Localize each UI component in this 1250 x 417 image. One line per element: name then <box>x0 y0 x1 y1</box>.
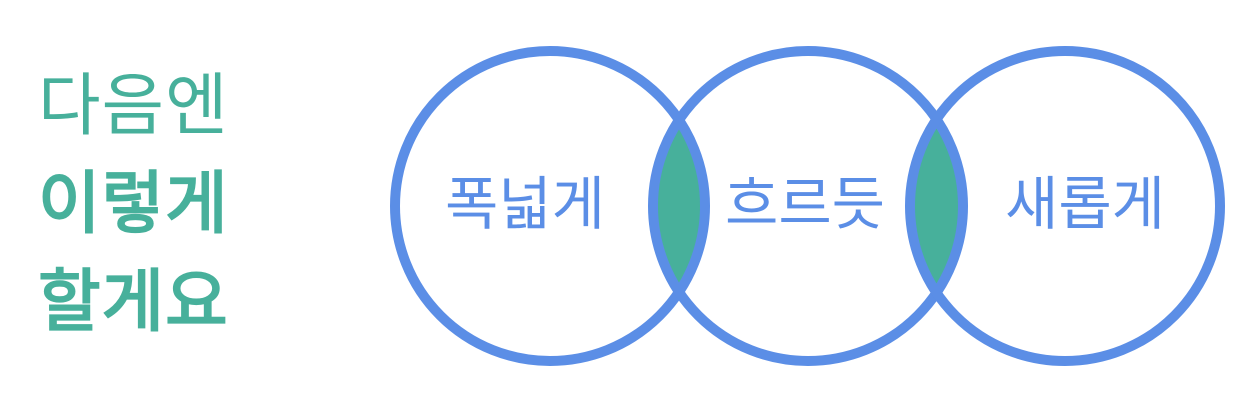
venn-circle-right <box>905 46 1225 366</box>
heading: 다음엔 이렇게 할게요 <box>38 58 278 352</box>
venn-label-right: 새롭게 <box>1005 170 1165 238</box>
heading-line-1: 다음엔 <box>38 67 229 146</box>
heading-line-3: 할게요 <box>38 263 229 342</box>
venn-circle-middle <box>648 46 968 366</box>
venn-circle-left <box>390 46 710 366</box>
venn-label-left: 폭넓게 <box>445 170 605 238</box>
heading-line-2: 이렇게 <box>38 165 229 244</box>
venn-label-middle: 흐르듯 <box>725 170 885 238</box>
